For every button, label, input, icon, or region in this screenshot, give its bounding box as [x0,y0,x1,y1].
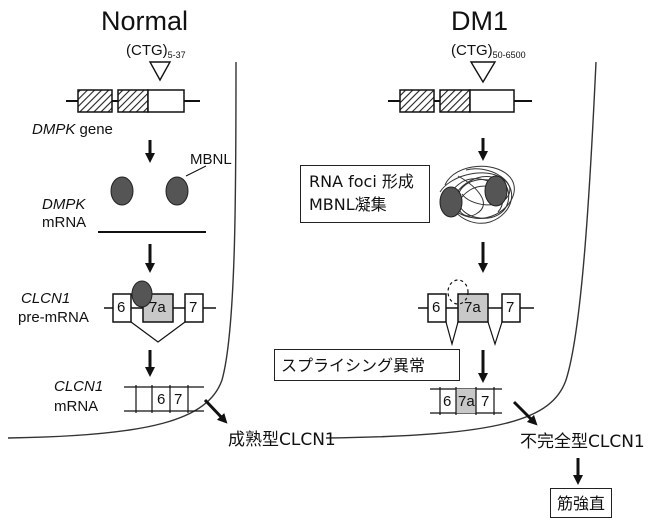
exon-6-normal: 6 [117,300,125,315]
mature-exon-7a-dm1: 7a [458,394,475,409]
myotonia-box: 筋強直 [550,488,612,518]
splice-pattern-normal [131,322,185,342]
dmpk-gene-label: DMPK gene [32,122,113,137]
rna-foci-line2: MBNL凝集 [309,193,421,216]
exon-7a-normal: 7a [149,300,166,315]
arrow-to-outcome-dm1 [514,402,534,422]
clcn1-mrna-label-italic: CLCN1 [54,379,103,394]
clcn1-premrna-label: pre-mRNA [18,310,89,325]
mature-exon-6-normal: 6 [157,392,165,407]
exon-7-dm1: 7 [506,300,514,315]
dmpk-mrna-label: mRNA [42,215,86,230]
rna-foci-box: RNA foci 形成 MBNL凝集 [300,165,430,223]
mbnl-sequestered [485,176,507,206]
dm1-dmpk-gene [388,62,532,112]
splice-pattern-dm1-a [446,322,458,344]
normal-cell-membrane [8,62,236,438]
splice-pattern-dm1-b [488,322,502,344]
incomplete-clcn1-outcome: 不完全型CLCN1 [520,434,645,451]
ctg-repeat-label-normal: (CTG)5-37 [126,43,186,60]
ctg-repeat-triangle-normal [150,62,170,80]
exon-7a-dm1: 7a [464,300,481,315]
normal-title: Normal [101,8,188,35]
mature-clcn1-outcome: 成熟型CLCN1 [228,432,336,449]
ctg-repeat-triangle-dm1 [471,62,495,82]
ctg-repeat-label-dm1: (CTG)50-6500 [451,43,526,60]
mature-exon-7-dm1: 7 [481,394,489,409]
mature-exon-6-dm1: 6 [443,394,451,409]
mbnl-protein [111,177,133,205]
mbnl-label: MBNL [190,152,232,167]
rna-foci-line1: RNA foci 形成 [309,170,421,193]
exon-6-dm1: 6 [432,300,440,315]
dm1-title: DM1 [451,8,508,35]
exon-7-normal: 7 [189,300,197,315]
arrow-to-outcome-normal [205,400,224,420]
clcn1-premrna-label-italic: CLCN1 [21,291,70,306]
normal-dmpk-gene [66,62,200,112]
clcn1-mrna-label: mRNA [54,399,98,414]
dm1-cell-membrane [326,62,596,438]
mbnl-protein [166,177,188,205]
dmpk-mrna-label-italic: DMPK [42,197,85,212]
mbnl-sequestered [440,187,462,217]
mature-exon-7-normal: 7 [174,392,182,407]
splicing-abnormality-box: スプライシング異常 [274,349,460,381]
